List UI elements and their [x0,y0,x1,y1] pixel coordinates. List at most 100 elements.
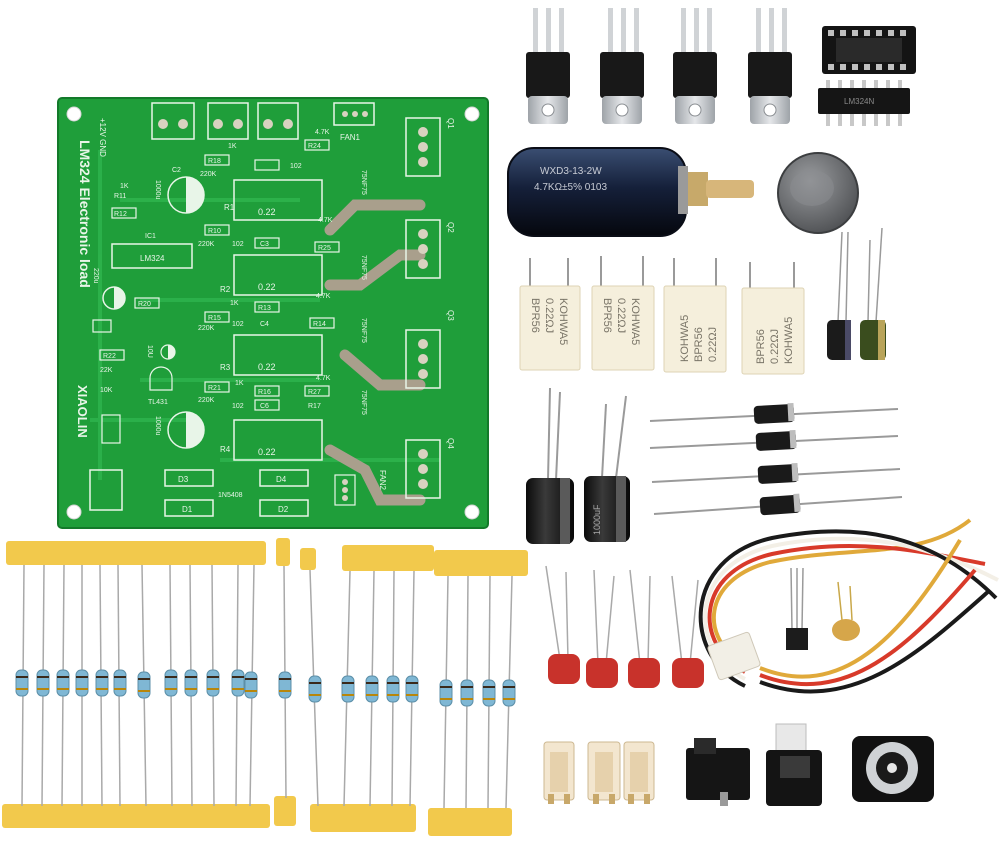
pcb-top-terminals [151,102,375,140]
pcb-ref-r10: R10 [208,228,221,235]
pcb-val-47k-4: 4.7K [316,375,331,382]
pcb-author: XIAOLIN [75,385,90,438]
dc-jack-1 [686,738,750,806]
pcb-ref-fan1: FAN1 [340,133,361,142]
q2-footprint [405,219,441,279]
pcb-diode-footprints [89,469,309,517]
pr2-mark-3: KOHWA5 [629,298,641,345]
pcb-val-102-1: 102 [290,163,302,170]
pr4-mark-1: BPR56 [755,329,767,364]
pcb-ref-r25: R25 [318,245,331,252]
power-resistor-3 [663,258,727,373]
pcb-ref-d4: D4 [276,475,287,484]
to92-transistor [786,567,808,650]
terminal-1 [543,741,575,804]
pcb-ref-r16: R16 [258,389,271,396]
pcb-mos-label-3: 75NF75 [360,318,367,343]
pcb-shunt-value-4: 0.22 [258,447,276,457]
pcb-ic-label: LM324 [140,254,165,263]
pcb-ref-r2: R2 [220,285,231,294]
wire-harness [698,518,999,694]
ceramic-caps [545,565,704,688]
pcb-ref-fan2: FAN2 [378,470,387,491]
pr1-mark-2: 0.22ΩJ [543,298,555,333]
pcb-tl431-footprint [149,366,173,391]
pcb-cap-1000u-1: 1000u [154,180,161,200]
potentiometer: WXD3-13-2W 4.7KΩ±5% 0103 [507,147,754,237]
pcb-ref-q2: Q2 [446,222,455,233]
pcb-ref-r20: R20 [138,301,151,308]
pcb-ref-d3: D3 [178,475,189,484]
pot-marking-2: 4.7KΩ±5% 0103 [534,182,607,193]
pcb-ref-d1: D1 [182,505,193,514]
pcb-shunt-value-3: 0.22 [258,362,276,372]
pr1-mark-1: BPR56 [529,298,541,333]
pcb-small-headers [92,319,356,506]
pcb-ref-q1: Q1 [446,118,455,129]
pcb-val-10k: 10K [100,387,113,394]
pcb-small-resistor-footprints [99,139,340,411]
pcb-ref-r17: R17 [308,403,321,410]
pcb-shunt-value-1: 0.22 [258,207,276,217]
pcb-shunt-footprints [233,179,323,461]
pcb-diode-part: 1N5408 [218,492,243,499]
pcb-ref-r4: R4 [220,445,231,454]
ic-socket [822,26,916,74]
power-resistors: BPR56 0.22ΩJ KOHWA5 BPR56 0.22ΩJ KOHWA5 … [519,256,805,375]
ic-chip: LM324N [818,80,910,126]
pcb-val-47k-1: 4.7K [315,129,330,136]
power-resistor-2 [591,256,655,371]
pcb-cap-1000u-2: 1000u [154,416,161,436]
pcb-ref-q3: Q3 [446,310,455,321]
harness-connector [707,631,761,681]
power-resistor-4 [741,262,805,375]
pcb-ref-c4: C4 [260,321,269,328]
pcb-mos-label-2: 75NF75 [360,255,367,280]
pcb-mos-label-1: 75NF75 [360,170,367,195]
pcb-val-47k-2: 4.7K [318,217,333,224]
pcb-val-220k-1: 220K [200,171,217,178]
mosfet-group [526,8,792,124]
pcb-traces [90,150,440,480]
small-yellow-cap [832,581,860,641]
pcb-shunt-value-2: 0.22 [258,282,276,292]
knob [777,152,859,234]
pcb-ref-r3: R3 [220,363,231,372]
pcb-title: LM324 Electronic load [77,140,93,288]
pcb-vin-label: +12V GND [98,118,107,157]
large-electrolytic-caps: 1000uF [526,387,630,544]
pcb-val-220k-2: 220K [198,241,215,248]
pcb-ref-d2: D2 [278,505,289,514]
pcb-cap-footprints [102,176,205,449]
mosfet-3 [673,8,717,124]
pr1-mark-3: KOHWA5 [557,298,569,345]
pcb-ref-q4: Q4 [446,438,455,449]
power-resistor-1 [519,258,581,371]
pcb-val-220k-4: 220K [198,397,215,404]
resistor-strip-left [2,541,270,828]
q3-footprint [405,329,441,389]
pcb-mos-label-4: 75NF75 [360,390,367,415]
pcb-ref-c3: C3 [260,241,269,248]
pcb-ref-r1: R1 [224,203,235,212]
diode-bodies [753,402,801,516]
pr3-mark-3: KOHWA5 [679,315,691,362]
pot-marking-1: WXD3-13-2W [540,166,602,177]
pcb-ref-r14: R14 [313,321,326,328]
big-cap-marking: 1000uF [592,504,602,535]
mosfet-2 [600,8,644,124]
q4-footprint [405,439,441,499]
pcb-val-220u: 220u [92,268,99,284]
mounting-holes [66,106,480,520]
pcb-ref-r12: R12 [114,211,127,218]
pcb-power-traces [324,199,426,506]
pcb-val-1k-2: 1K [120,183,129,190]
pr3-mark-2: 0.22ΩJ [707,327,719,362]
ic-chip-marking: LM324N [844,97,874,106]
pcb-ref-r22: R22 [103,353,116,360]
pr3-mark-1: BPR56 [693,327,705,362]
pcb-val-220k-3: 220K [198,325,215,332]
pr4-mark-3: KOHWA5 [783,317,795,364]
pcb-ref-r27: R27 [308,389,321,396]
